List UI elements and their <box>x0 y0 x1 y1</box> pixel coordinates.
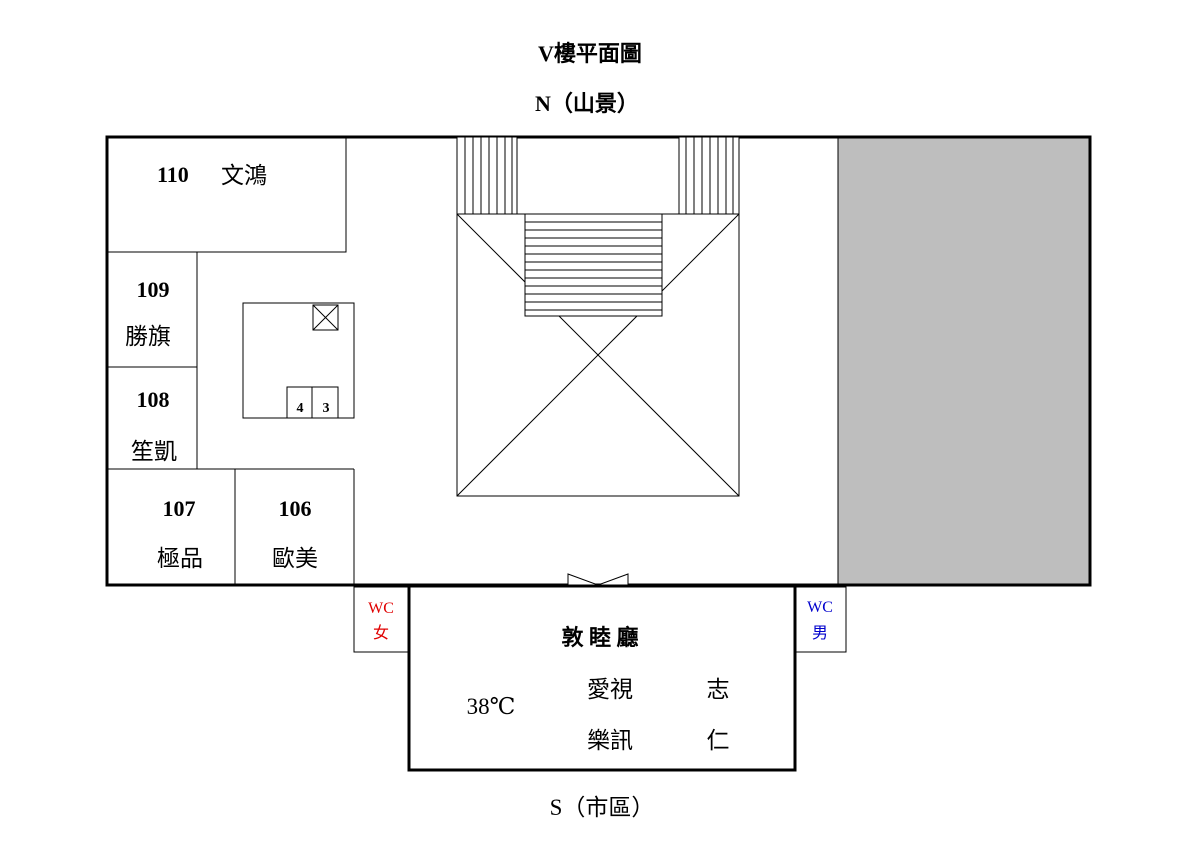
room-108[interactable]: 108 笙凱 <box>107 387 354 470</box>
room-110-number: 110 <box>157 162 189 187</box>
unused-area <box>837 137 1091 585</box>
hall-note-2: 樂訊 <box>587 728 633 753</box>
stair-right <box>678 136 740 215</box>
elevator-3[interactable] <box>311 386 339 419</box>
room-106-name: 歐美 <box>272 546 318 571</box>
hall-capacity: 38℃ <box>467 694 516 719</box>
restroom-male[interactable]: WC 男 <box>794 586 847 653</box>
hall[interactable]: 敦 睦 廳 38℃ 愛視 樂訊 志 仁 <box>407 584 797 772</box>
room-109-name: 勝旗 <box>125 324 171 349</box>
plan-title: V樓平面圖 <box>538 41 642 66</box>
north-label: N（山景） <box>535 91 639 116</box>
cross-box-icon <box>312 304 339 331</box>
room-107-number: 107 <box>163 496 196 521</box>
room-108-number: 108 <box>137 387 170 412</box>
restroom-male-label: 男 <box>812 625 828 642</box>
room-107[interactable]: 107 極品 <box>157 469 236 585</box>
room-109-number: 109 <box>137 277 170 302</box>
elevator-core: 4 3 <box>242 302 355 419</box>
south-label: S（市區） <box>550 795 655 820</box>
elevator-3-label: 3 <box>323 401 330 416</box>
room-107-name: 極品 <box>157 546 203 571</box>
hall-name: 敦 睦 廳 <box>561 625 638 650</box>
room-106-number: 106 <box>279 496 312 521</box>
stair-center <box>524 213 663 317</box>
room-110-name: 文鴻 <box>221 163 267 188</box>
hall-side-2: 仁 <box>707 728 730 753</box>
restroom-male-code: WC <box>807 599 833 616</box>
room-106[interactable]: 106 歐美 <box>272 469 355 585</box>
hall-side-1: 志 <box>707 677 730 702</box>
stair-left <box>456 136 518 215</box>
restroom-female-code: WC <box>368 600 394 617</box>
restroom-female[interactable]: WC 女 <box>353 586 409 653</box>
hall-note-1: 愛視 <box>587 677 633 702</box>
restroom-female-label: 女 <box>373 623 389 642</box>
room-109[interactable]: 109 勝旗 <box>107 252 198 469</box>
room-110[interactable]: 110 文鴻 <box>107 137 347 253</box>
elevator-4-label: 4 <box>297 401 304 416</box>
room-108-name: 笙凱 <box>131 439 177 464</box>
